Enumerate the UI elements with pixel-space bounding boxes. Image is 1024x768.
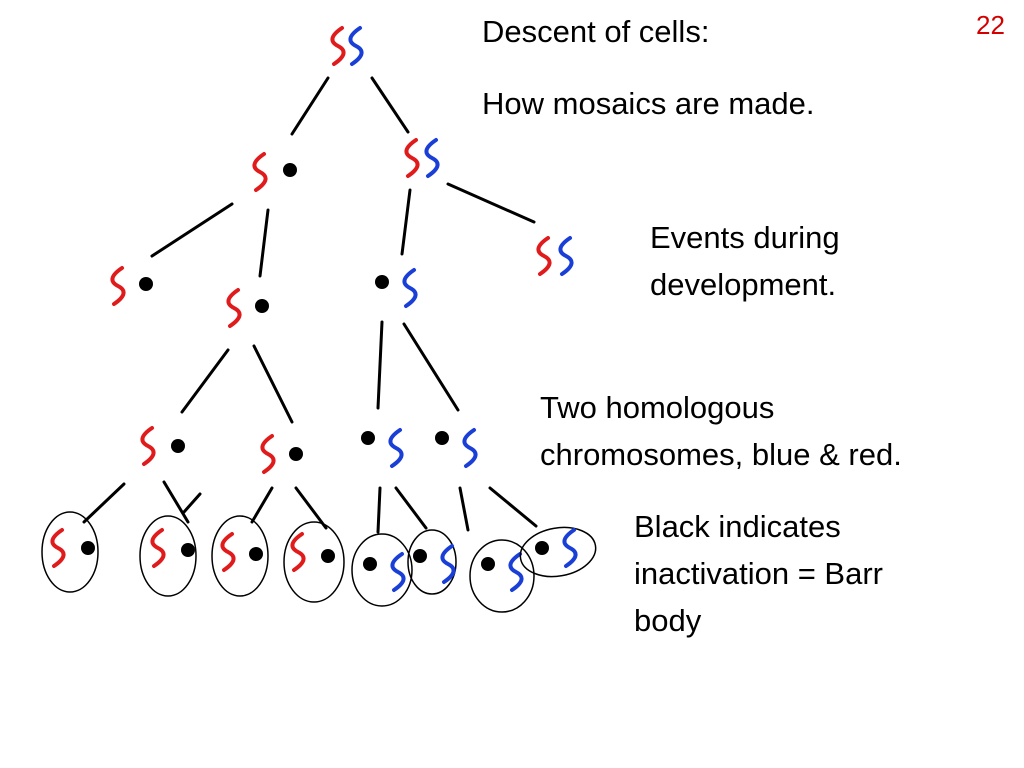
subtitle-text: How mosaics are made. — [482, 86, 815, 121]
lineage-line — [376, 320, 384, 410]
barr-body-dot — [81, 541, 95, 555]
barr-body-dot — [413, 549, 427, 563]
barr-body-text: Black indicates inactivation = Barr body — [634, 509, 883, 638]
cell-node — [290, 532, 335, 572]
cell-node — [536, 236, 574, 276]
barr-body-dot — [375, 275, 389, 289]
lineage-line — [162, 480, 190, 524]
blue-chromosome — [508, 552, 524, 592]
lineage-line — [250, 486, 274, 524]
barr-body-dot — [181, 543, 195, 557]
lineage-line — [370, 76, 410, 134]
cell-node — [220, 532, 263, 572]
blue-chromosome — [440, 544, 456, 584]
cell-membrane — [139, 515, 197, 597]
lineage-line — [400, 188, 412, 256]
lineage-line — [252, 344, 294, 424]
barr-body-dot — [171, 439, 185, 453]
cell-node — [110, 266, 153, 306]
barr-body-dot — [255, 299, 269, 313]
red-chromosome — [260, 434, 276, 474]
red-chromosome — [50, 528, 66, 568]
barr-body-dot — [139, 277, 153, 291]
lineage-line — [150, 202, 234, 258]
cell-node — [50, 528, 95, 568]
red-chromosome — [220, 532, 236, 572]
blue-chromosome — [390, 552, 406, 592]
barr-body-dot — [435, 431, 449, 445]
cell-node — [361, 428, 404, 468]
lineage-line — [376, 486, 382, 534]
lineage-line — [446, 182, 536, 224]
blue-chromosome — [462, 428, 478, 468]
cell-node — [150, 528, 195, 568]
lineage-line — [290, 76, 330, 136]
cell-membrane — [283, 521, 345, 603]
cell-node — [435, 428, 478, 468]
cell-node — [252, 152, 297, 192]
red-chromosome — [150, 528, 166, 568]
lineage-line — [294, 486, 328, 530]
red-chromosome — [252, 152, 268, 192]
blue-chromosome — [402, 268, 418, 308]
lineage-line — [258, 208, 270, 278]
cell-membrane — [211, 515, 269, 597]
title-text: Descent of cells: — [482, 14, 710, 49]
lineage-line — [82, 482, 126, 524]
red-chromosome — [330, 26, 346, 66]
lineage-lines — [82, 76, 538, 534]
red-chromosome — [404, 138, 420, 178]
lineage-line — [394, 486, 428, 530]
barr-body-dot — [481, 557, 495, 571]
barr-body-dot — [283, 163, 297, 177]
cell-node — [481, 552, 524, 592]
red-chromosome — [290, 532, 306, 572]
barr-body-dot — [321, 549, 335, 563]
lineage-line — [180, 348, 230, 414]
events-text: Events during development. — [650, 220, 840, 302]
blue-chromosome — [348, 26, 364, 66]
barr-body-dot — [361, 431, 375, 445]
chromosomes-text: Two homologous chromosomes, blue & red. — [540, 390, 902, 472]
cell-membrane — [351, 533, 413, 607]
blue-chromosome — [562, 528, 578, 568]
blue-chromosome — [558, 236, 574, 276]
lineage-line — [402, 322, 460, 412]
red-chromosome — [226, 288, 242, 328]
red-chromosome — [140, 426, 156, 466]
cell-node — [535, 528, 578, 568]
cell-node — [375, 268, 418, 308]
blue-chromosome — [424, 138, 440, 178]
blue-chromosome — [388, 428, 404, 468]
red-chromosome — [110, 266, 126, 306]
lineage-line — [458, 486, 470, 532]
barr-body-dot — [249, 547, 263, 561]
lineage-line — [182, 492, 202, 514]
barr-body-dot — [289, 447, 303, 461]
cell-membrane — [519, 526, 597, 578]
slide-number: 22 — [976, 10, 1005, 40]
lineage-line — [488, 486, 538, 528]
cell-node — [140, 426, 185, 466]
barr-body-dot — [535, 541, 549, 555]
cell-node — [404, 138, 440, 178]
barr-body-dot — [363, 557, 377, 571]
cell-nodes — [41, 26, 597, 613]
cell-membrane — [41, 511, 99, 593]
cell-node — [413, 544, 456, 584]
cell-node — [226, 288, 269, 328]
cell-node — [260, 434, 303, 474]
red-chromosome — [536, 236, 552, 276]
cell-membrane — [407, 529, 457, 595]
cell-membrane — [469, 539, 535, 613]
cell-node — [330, 26, 364, 66]
cell-node — [363, 552, 406, 592]
